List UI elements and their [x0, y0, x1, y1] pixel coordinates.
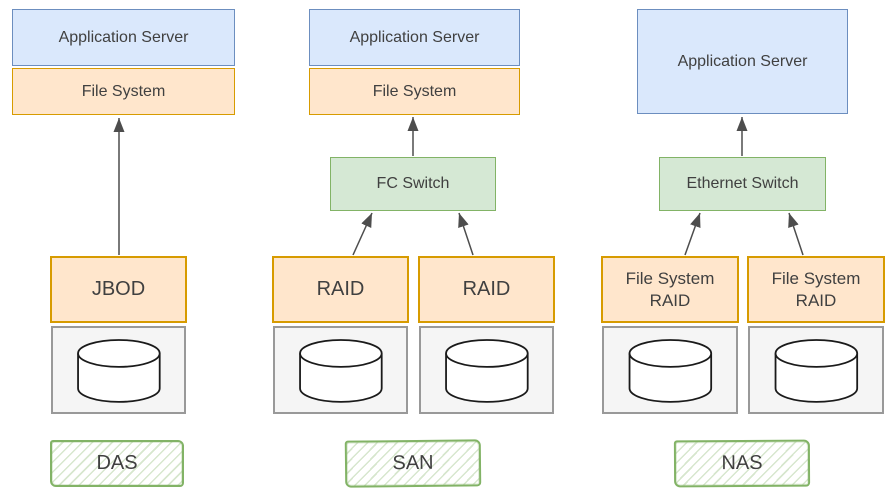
arrow-raid-2-to-fc-switch — [458, 212, 474, 256]
nas-disk-drive-2-node — [748, 326, 884, 414]
san-raid-2-node: RAID — [418, 256, 555, 323]
arrow-raid-1-to-fc-switch — [352, 212, 373, 256]
san-file-system-node: File System — [309, 68, 520, 115]
nas-label: NAS — [673, 439, 811, 488]
san-fc-switch-node: FC Switch — [330, 157, 496, 211]
san-application-server-node: Application Server — [309, 9, 520, 66]
das-disk-drive-node — [51, 326, 186, 414]
san-label: SAN — [344, 439, 482, 488]
san-disk-drive-1-node — [273, 326, 408, 414]
nas-ethernet-switch-node: Ethernet Switch — [659, 157, 826, 211]
arrow-file-system-raid-2-to-ethernet-switch — [788, 212, 804, 256]
disk-cylinder-icon — [628, 338, 712, 403]
disk-cylinder-icon — [444, 338, 529, 403]
san-disk-drive-2-node — [419, 326, 554, 414]
disk-cylinder-icon — [298, 338, 383, 403]
arrow-file-system-raid-1-to-ethernet-switch — [684, 212, 701, 256]
das-file-system-node: File System — [12, 68, 235, 115]
nas-file-system-raid-1-node: File System RAID — [601, 256, 739, 323]
das-jbod-node: JBOD — [50, 256, 187, 323]
disk-cylinder-icon — [774, 338, 858, 403]
das-label: DAS — [50, 440, 184, 487]
das-application-server-node: Application Server — [12, 9, 235, 66]
nas-disk-drive-1-node — [602, 326, 738, 414]
san-raid-1-node: RAID — [272, 256, 409, 323]
disk-cylinder-icon — [76, 338, 161, 403]
nas-application-server-node: Application Server — [637, 9, 848, 114]
nas-file-system-raid-2-node: File System RAID — [747, 256, 885, 323]
